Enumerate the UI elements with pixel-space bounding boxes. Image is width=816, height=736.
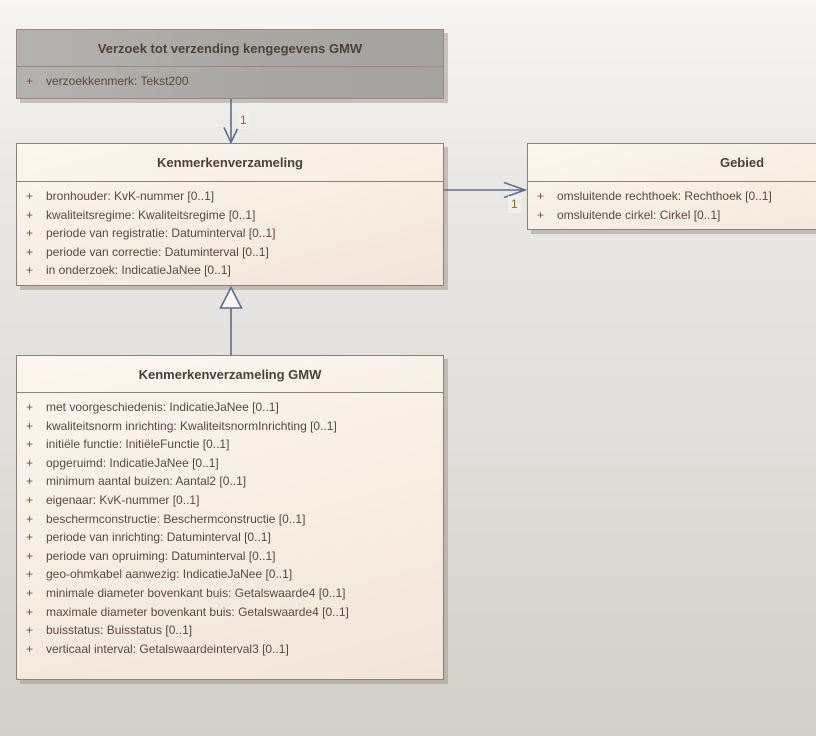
attribute-text: in onderzoek: IndicatieJaNee [0..1] <box>46 263 231 278</box>
attribute-visibility: + <box>537 207 545 222</box>
attribute-visibility: + <box>537 189 545 203</box>
attribute-visibility: + <box>26 244 34 259</box>
attribute-visibility: + <box>26 207 34 222</box>
attribute-compartment: + verzoekkenmerk: Tekst200 <box>17 67 443 96</box>
attribute-row: + periode van registratie: Datuminterval … <box>17 224 443 243</box>
attribute-text: initiële functie: InitiëleFunctie [0..1] <box>46 437 230 452</box>
attribute-visibility: + <box>26 548 34 563</box>
attribute-visibility: + <box>26 641 34 656</box>
attribute-row: + periode van correctie: Datuminterval [0… <box>17 243 443 262</box>
attribute-text: periode van registratie: Datuminterval [… <box>46 226 276 241</box>
multiplicity-label: 1 <box>237 112 250 129</box>
attribute-visibility: + <box>26 567 34 582</box>
attribute-visibility: + <box>26 74 34 88</box>
attribute-visibility: + <box>26 418 34 433</box>
attribute-text: verticaal interval: Getalswaardeinterval… <box>46 641 289 656</box>
attribute-visibility: + <box>26 492 34 507</box>
attribute-row: + kwaliteitsregime: Kwaliteitsregime [0..… <box>17 206 443 225</box>
attribute-compartment: + omsluitende rechthoek: Rechthoek [0..1]… <box>528 182 816 229</box>
attribute-compartment: + met voorgeschiedenis: IndicatieJaNee [0… <box>17 393 443 663</box>
attribute-visibility: + <box>26 511 34 526</box>
attribute-row: + initiële functie: InitiëleFunctie [0..1… <box>17 435 443 454</box>
attribute-row: + omsluitende cirkel: Cirkel [0..1] <box>528 206 816 225</box>
attribute-text: kwaliteitsnorm inrichting: Kwaliteitsnor… <box>46 418 337 433</box>
attribute-row: + maximale diameter bovenkant buis: Getal… <box>17 603 443 622</box>
attribute-row: + bronhouder: KvK-nummer [0..1] <box>17 187 443 206</box>
attribute-text: kwaliteitsregime: Kwaliteitsregime [0..1… <box>46 207 256 222</box>
attribute-compartment: + bronhouder: KvK-nummer [0..1] + kwaliteit… <box>17 182 443 285</box>
multiplicity-label: 1 <box>508 196 521 213</box>
attribute-visibility: + <box>26 585 34 600</box>
attribute-visibility: + <box>26 455 34 470</box>
attribute-visibility: + <box>26 604 34 619</box>
class-box-kenmerkenverzameling[interactable]: Kenmerkenverzameling + bronhouder: KvK-nu… <box>16 143 444 286</box>
attribute-row: + verticaal interval: Getalswaardeinterva… <box>17 640 443 659</box>
attribute-visibility: + <box>26 189 34 203</box>
class-box-kenmerkenverzameling-gmw[interactable]: Kenmerkenverzameling GMW + met voorgeschi… <box>16 355 444 680</box>
attribute-visibility: + <box>26 437 34 452</box>
attribute-row: + periode van inrichting: Datuminterval [… <box>17 528 443 547</box>
attribute-row: + in onderzoek: IndicatieJaNee [0..1] <box>17 261 443 280</box>
attribute-text: opgeruimd: IndicatieJaNee [0..1] <box>46 455 219 470</box>
attribute-text: periode van opruiming: Datuminterval [0.… <box>46 548 276 563</box>
attribute-row: + minimale diameter bovenkant buis: Getal… <box>17 584 443 603</box>
class-title: Gebied <box>528 144 816 182</box>
class-box-verzoek-tot-verzending-kengegevens-gmw[interactable]: Verzoek tot verzending kengegevens GMW +… <box>16 29 444 99</box>
attribute-text: eigenaar: KvK-nummer [0..1] <box>46 492 200 507</box>
class-title: Verzoek tot verzending kengegevens GMW <box>17 30 443 67</box>
attribute-visibility: + <box>26 623 34 638</box>
attribute-text: buisstatus: Buisstatus [0..1] <box>46 623 193 638</box>
attribute-text: beschermconstructie: Beschermconstructie… <box>46 511 306 526</box>
class-title: Kenmerkenverzameling <box>17 144 443 182</box>
attribute-row: + omsluitende rechthoek: Rechthoek [0..1] <box>528 187 816 206</box>
attribute-visibility: + <box>26 400 34 414</box>
generalization-triangle-icon <box>219 285 243 309</box>
attribute-text: periode van inrichting: Datuminterval [0… <box>46 530 271 545</box>
attribute-visibility: + <box>26 474 34 489</box>
attribute-visibility: + <box>26 226 34 241</box>
attribute-text: minimum aantal buizen: Aantal2 [0..1] <box>46 474 247 489</box>
attribute-row: + periode van opruiming: Datuminterval [0… <box>17 547 443 566</box>
attribute-row: + verzoekkenmerk: Tekst200 <box>17 72 443 91</box>
attribute-row: + minimum aantal buizen: Aantal2 [0..1] <box>17 472 443 491</box>
attribute-visibility: + <box>26 530 34 545</box>
attribute-text: verzoekkenmerk: Tekst200 <box>46 74 189 88</box>
attribute-row: + beschermconstructie: Beschermconstructi… <box>17 510 443 529</box>
attribute-text: geo-ohmkabel aanwezig: IndicatieJaNee [0… <box>46 567 293 582</box>
attribute-text: omsluitende rechthoek: Rechthoek [0..1] <box>557 189 772 203</box>
class-title: Kenmerkenverzameling GMW <box>17 356 443 393</box>
attribute-row: + eigenaar: KvK-nummer [0..1] <box>17 491 443 510</box>
attribute-row: + buisstatus: Buisstatus [0..1] <box>17 621 443 640</box>
attribute-row: + kwaliteitsnorm inrichting: Kwaliteitsno… <box>17 417 443 436</box>
attribute-row: + met voorgeschiedenis: IndicatieJaNee [0… <box>17 398 443 417</box>
attribute-text: periode van correctie: Datuminterval [0.… <box>46 244 269 259</box>
attribute-text: met voorgeschiedenis: IndicatieJaNee [0.… <box>46 400 279 414</box>
attribute-text: maximale diameter bovenkant buis: Getals… <box>46 604 349 619</box>
attribute-text: minimale diameter bovenkant buis: Getals… <box>46 585 346 600</box>
attribute-text: bronhouder: KvK-nummer [0..1] <box>46 189 215 203</box>
attribute-row: + geo-ohmkabel aanwezig: IndicatieJaNee [… <box>17 565 443 584</box>
attribute-row: + opgeruimd: IndicatieJaNee [0..1] <box>17 454 443 473</box>
class-box-gebied[interactable]: Gebied + omsluitende rechthoek: Rechthoek… <box>527 143 816 230</box>
attribute-visibility: + <box>26 263 34 278</box>
attribute-text: omsluitende cirkel: Cirkel [0..1] <box>557 207 721 222</box>
